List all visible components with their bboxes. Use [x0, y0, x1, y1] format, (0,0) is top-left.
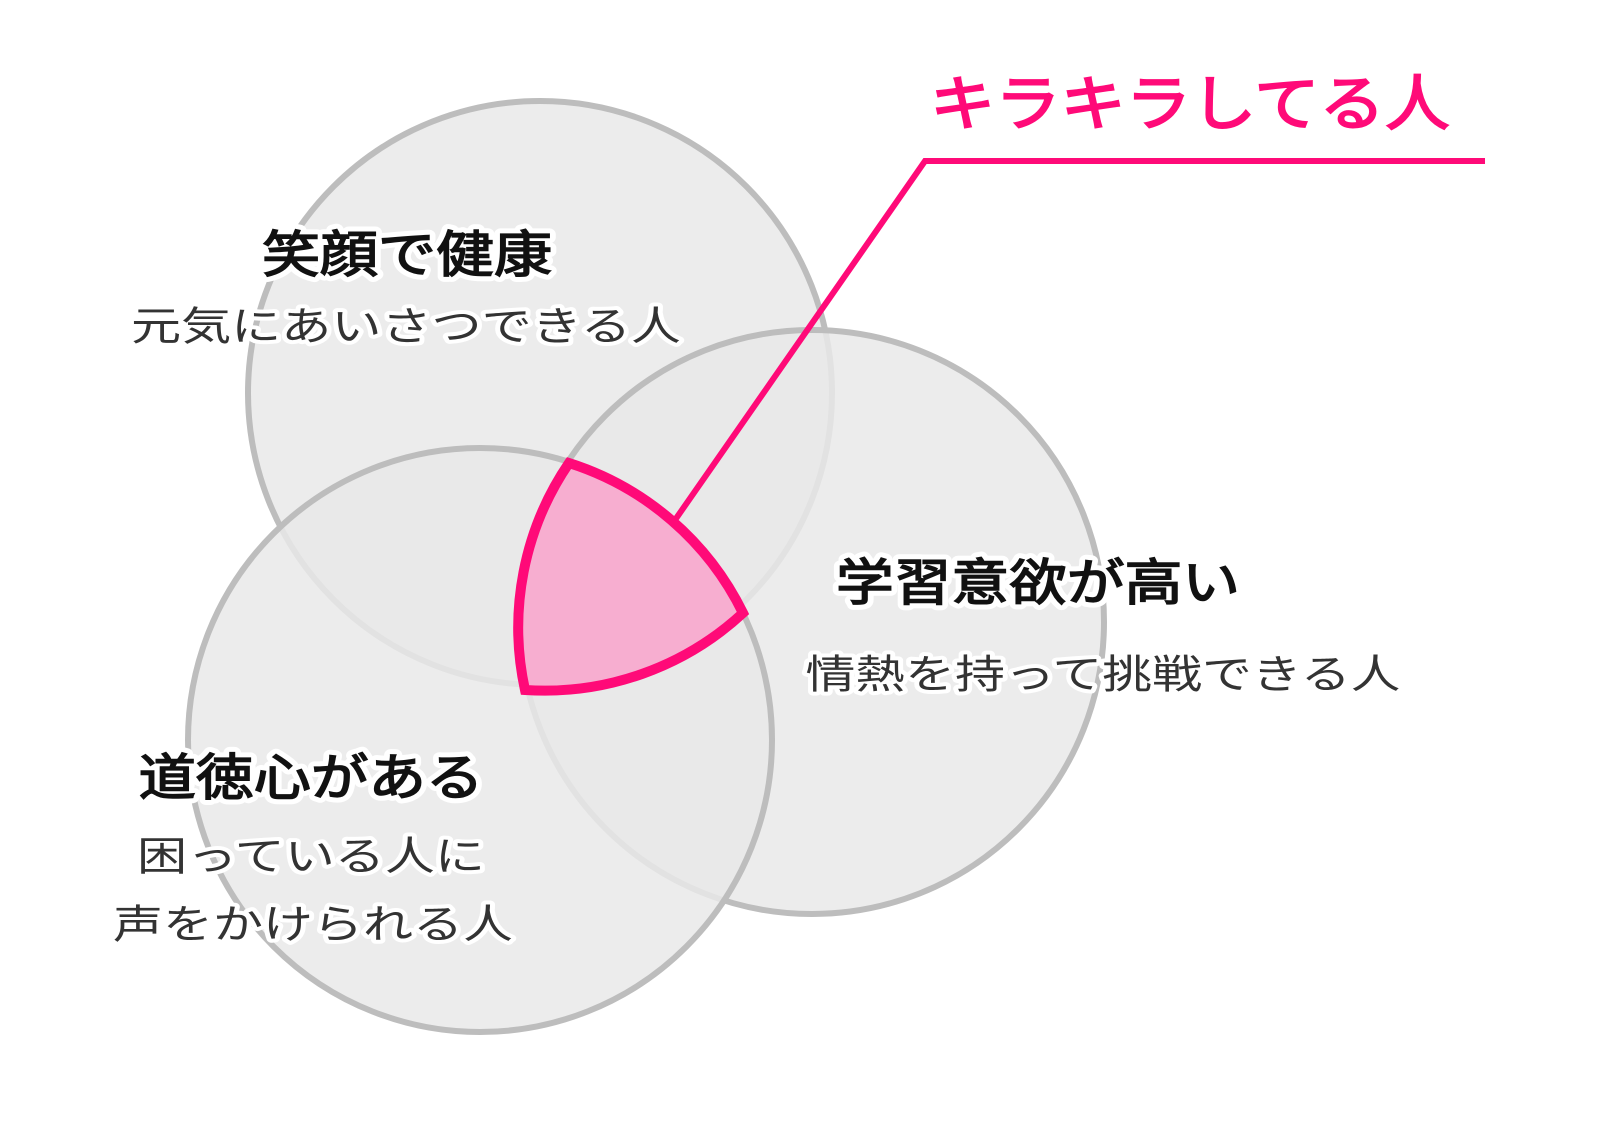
- set-title-learning-motivation: 学習意欲が高い: [836, 554, 1240, 612]
- set-title-morality: 道徳心がある: [139, 749, 484, 807]
- set-description-smile-health: 元気にあいさつできる人: [131, 304, 681, 350]
- callout-leader-line: [672, 158, 1485, 522]
- triple-intersection-highlight: [513, 457, 750, 696]
- set-description-learning-motivation: 情熱を持って挑戦できる人: [806, 652, 1401, 698]
- set-description-morality-line-1: 困っている人に: [137, 834, 485, 880]
- callout-label: キラキラしてる人: [930, 70, 1450, 140]
- set-title-smile-health: 笑顔で健康: [262, 226, 552, 284]
- set-description-morality-line-2: 声をかけられる人: [113, 902, 513, 948]
